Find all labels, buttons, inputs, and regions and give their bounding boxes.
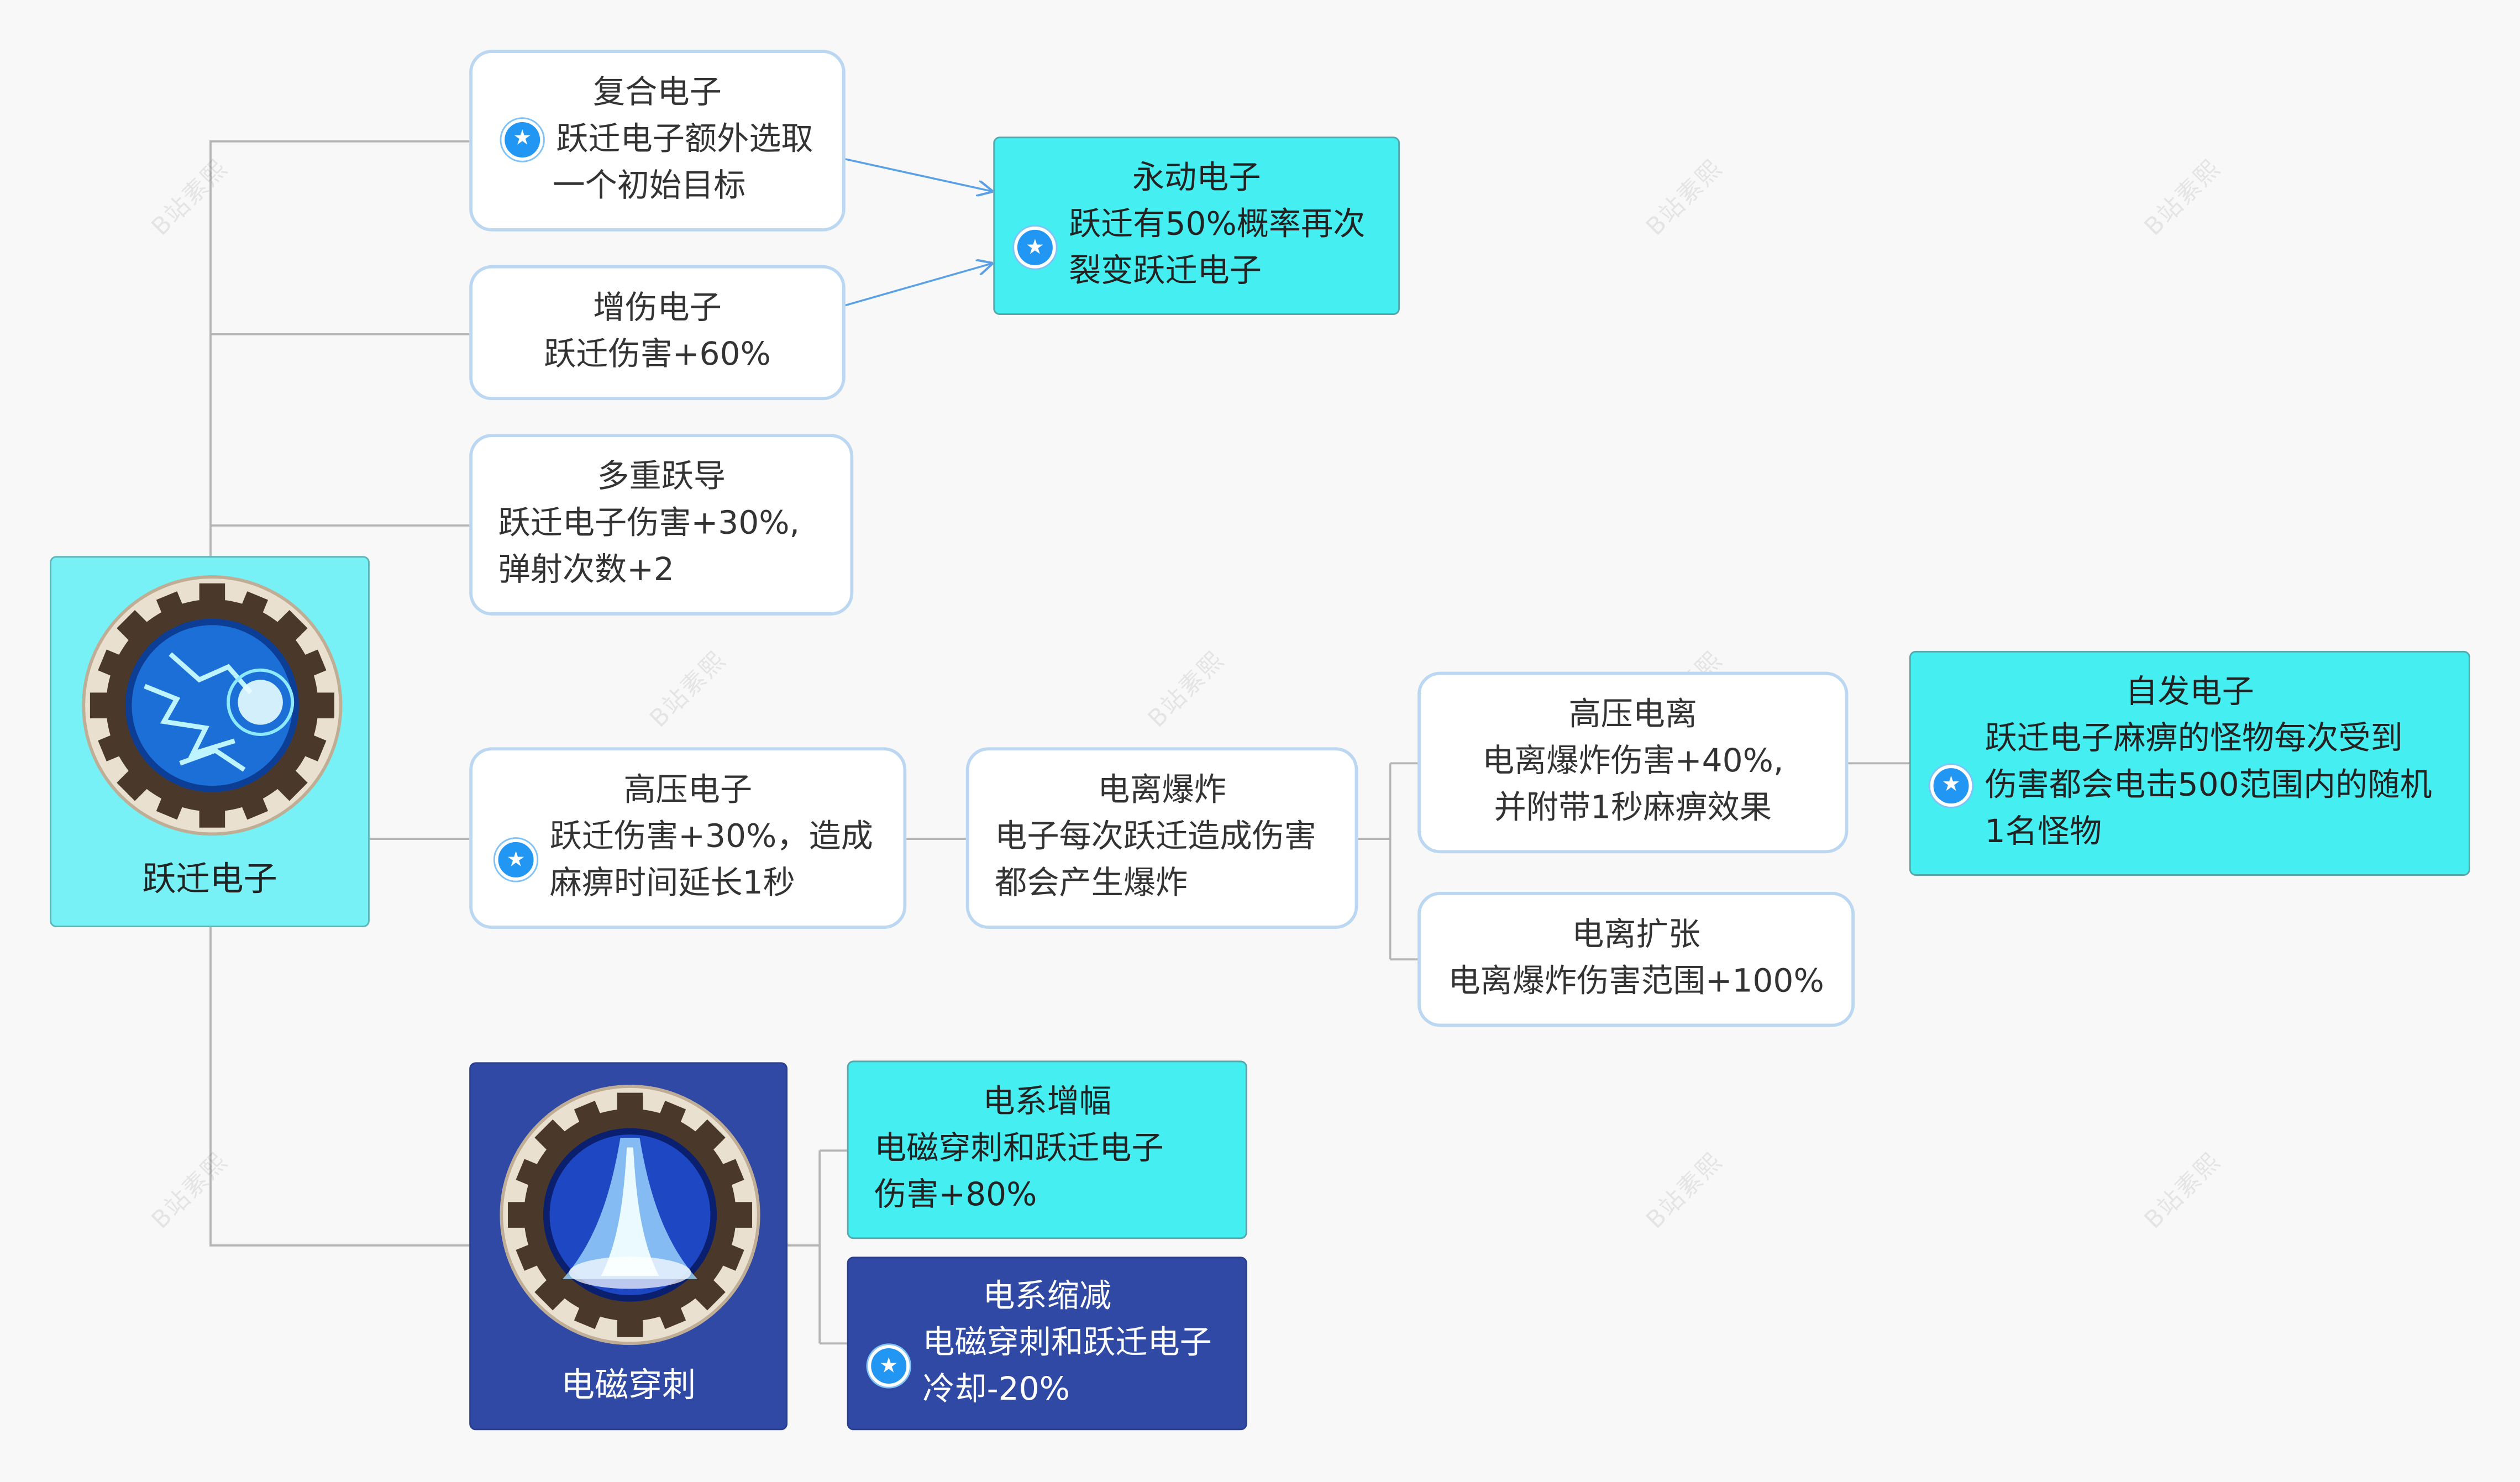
node-desc: 麻痹时间延长1秒 [549,863,795,902]
node-desc: 电离爆炸伤害范围+100% [1448,961,1824,1000]
node-zengshang-dianzi[interactable]: 增伤电子 跃迁伤害+60% [469,265,846,401]
node-dianli-kuozhang[interactable]: 电离扩张 电离爆炸伤害范围+100% [1418,892,1855,1027]
node-dianci-chuanci[interactable]: 电磁穿刺 [469,1062,788,1431]
node-gaoya-dianli[interactable]: 高压电离 电离爆炸伤害+40%, 并附带1秒麻痹效果 [1418,671,1849,854]
node-desc: 一个初始目标 [553,165,746,204]
node-title: 高压电子 [623,770,753,808]
node-title: 复合电子 [593,72,722,111]
node-gaoya-dianzi[interactable]: 高压电子 ★ 跃迁伤害+30%，造成 麻痹时间延长1秒 [469,747,907,929]
node-dianxi-zengfu[interactable]: 电系增幅 电磁穿刺和跃迁电子 伤害+80% [847,1060,1247,1239]
node-desc: 跃迁伤害+60% [544,334,771,373]
node-desc: 1名怪物 [1985,811,2102,850]
star-icon: ★ [1014,227,1056,269]
electric-orb-gear-icon [82,575,343,836]
node-desc: 电离爆炸伤害+40%, [1482,740,1784,780]
node-title: 高压电离 [1568,694,1698,733]
node-title: 电离扩张 [1572,914,1700,953]
node-desc: 跃迁电子麻痹的怪物每次受到 [1985,718,2403,757]
node-desc: 跃迁电子伤害+30%, [498,503,800,542]
node-fuhe-dianzi[interactable]: 复合电子 ★ 跃迁电子额外选取 一个初始目标 [469,50,846,232]
node-desc: 电子每次跃迁造成伤害 [995,816,1316,855]
node-desc: 裂变跃迁电子 [1068,250,1262,290]
node-title: 电系增幅 [983,1081,1112,1121]
node-desc: 都会产生爆炸 [995,863,1188,902]
node-dianxi-suojian[interactable]: 电系缩减 ★ 电磁穿刺和跃迁电子 冷却-20% [847,1257,1247,1431]
node-desc: 电磁穿刺和跃迁电子 [874,1128,1164,1167]
node-zifa-dianzi[interactable]: 自发电子 ★ 跃迁电子麻痹的怪物每次受到 伤害都会电击500范围内的随机 1名怪… [1909,650,2470,876]
node-desc: 并附带1秒麻痹效果 [1494,787,1772,826]
dianci-label: 电磁穿刺 [560,1365,696,1405]
root-label: 跃迁电子 [142,859,277,898]
node-desc: 跃迁有50%概率再次 [1068,204,1366,243]
node-yongdong-dianzi[interactable]: 永动电子 ★ 跃迁有50%概率再次 裂变跃迁电子 [993,136,1400,316]
node-desc: 冷却-20% [922,1369,1070,1408]
node-desc: 跃迁伤害+30%，造成 [549,816,873,855]
node-dianli-baozha[interactable]: 电离爆炸 电子每次跃迁造成伤害 都会产生爆炸 [965,747,1358,929]
star-icon: ★ [1930,764,1972,806]
light-beam-gear-icon [500,1085,760,1346]
node-title: 永动电子 [1132,157,1261,196]
node-desc: 电磁穿刺和跃迁电子 [922,1322,1212,1362]
node-title: 多重跃导 [597,456,726,495]
node-desc: 伤害都会电击500范围内的随机 [1985,765,2432,804]
star-icon: ★ [501,118,543,160]
node-desc: 伤害+80% [874,1174,1037,1213]
node-desc: 跃迁电子额外选取 [556,119,813,158]
node-title: 增伤电子 [593,287,722,327]
node-title: 电离爆炸 [1098,770,1226,808]
node-duochong-yuedao[interactable]: 多重跃导 跃迁电子伤害+30%, 弹射次数+2 [469,434,854,616]
root-node-yueqian[interactable]: 跃迁电子 [50,556,370,928]
star-icon: ★ [868,1345,910,1387]
star-icon: ★ [495,839,537,881]
node-title: 电系缩减 [983,1276,1112,1315]
node-desc: 弹射次数+2 [498,549,674,588]
node-title: 自发电子 [2125,671,2254,711]
